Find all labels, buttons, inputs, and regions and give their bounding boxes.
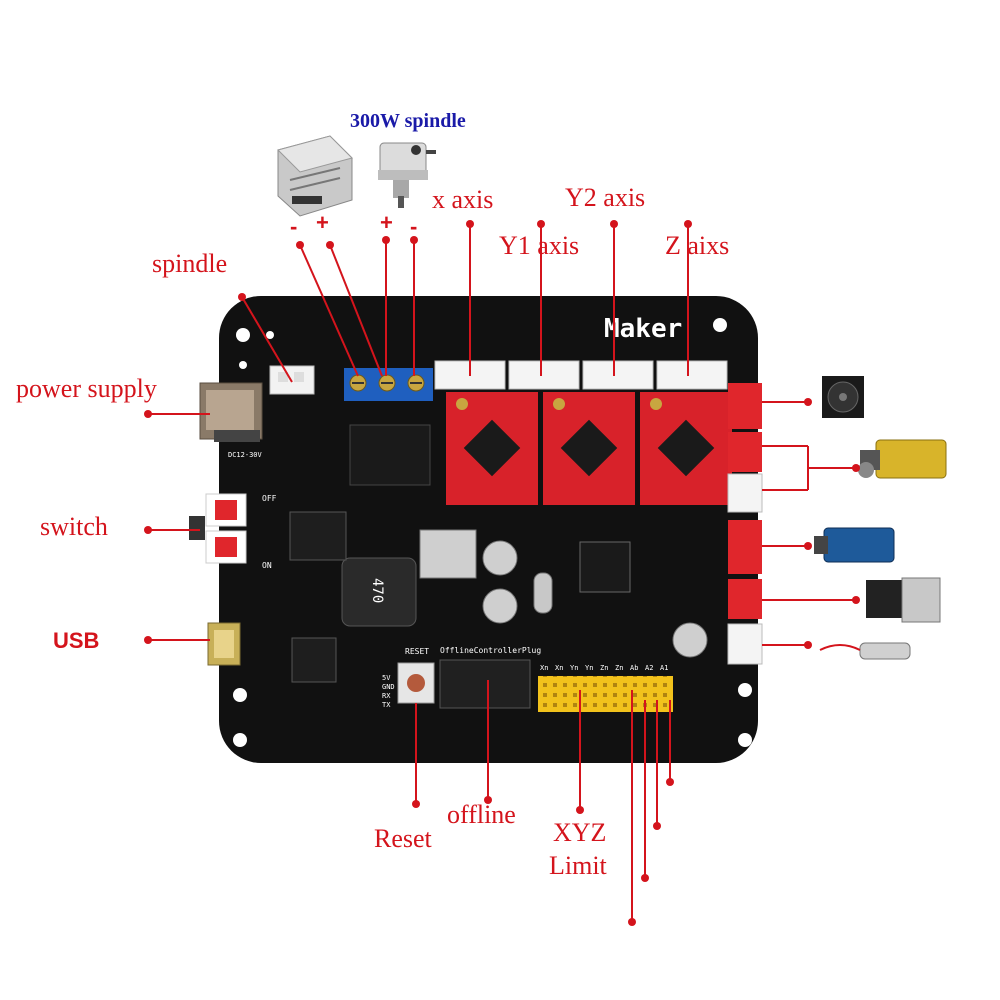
stepper-driver-y bbox=[543, 392, 635, 505]
power-silk: DC12-30V bbox=[228, 451, 263, 459]
limit-silk-label: Xn bbox=[555, 664, 563, 672]
fan-icon bbox=[822, 376, 864, 418]
spindle-label: spindle bbox=[152, 249, 228, 278]
usb-label: USB bbox=[53, 628, 100, 653]
supply-minus-sign: - bbox=[290, 214, 298, 239]
limit-silk-label: Yn bbox=[570, 664, 578, 672]
limit-silk-label: Ab bbox=[630, 664, 638, 672]
offline-label: offline bbox=[447, 800, 516, 829]
z-axis-label: Z aixs bbox=[665, 231, 730, 260]
limit-silk-label: Zn bbox=[615, 664, 623, 672]
spindle-terminal-block bbox=[344, 368, 433, 401]
usb-port bbox=[207, 622, 241, 666]
laser-module-icon bbox=[858, 439, 947, 479]
supply-plus-sign: + bbox=[316, 210, 329, 235]
usb-chip bbox=[291, 637, 337, 683]
mcu-chip bbox=[579, 541, 631, 593]
limit-silk-label: Zn bbox=[600, 664, 608, 672]
x-axis-label: x axis bbox=[432, 185, 494, 214]
annotation-lines bbox=[148, 224, 856, 922]
y2-axis-label: Y2 axis bbox=[565, 183, 646, 212]
annotation-dots bbox=[144, 220, 860, 926]
xyz-label: XYZ bbox=[553, 818, 607, 847]
blue-laser-icon bbox=[814, 527, 895, 563]
uart-silk-label: TX bbox=[382, 701, 391, 709]
limit-label: Limit bbox=[549, 851, 607, 880]
switch-on-silk: ON bbox=[262, 561, 272, 570]
spindle-minus-sign: - bbox=[410, 214, 418, 239]
stepper-driver-z bbox=[640, 392, 732, 505]
power-jack bbox=[199, 382, 263, 442]
laser-driver-icon bbox=[866, 577, 941, 623]
stepper-headers bbox=[434, 360, 728, 390]
spindle-plus-sign: + bbox=[380, 210, 393, 235]
uart-silk-label: RX bbox=[382, 692, 391, 700]
stepper-driver-x bbox=[446, 392, 538, 505]
regulator bbox=[349, 424, 431, 486]
y1-axis-label: Y1 axis bbox=[499, 231, 580, 260]
spindle-title: 300W spindle bbox=[350, 110, 466, 132]
offline-header bbox=[439, 659, 531, 709]
spindle-motor-icon bbox=[378, 142, 436, 208]
reset-label: Reset bbox=[374, 824, 432, 853]
power-supply-unit-icon bbox=[277, 135, 353, 217]
switch-label: switch bbox=[40, 512, 108, 541]
limit-silk-label: A1 bbox=[660, 664, 668, 672]
reset-button-part bbox=[397, 662, 435, 704]
laser-pointer-icon bbox=[819, 642, 911, 660]
uart-silk-label: 5V bbox=[382, 674, 391, 682]
power-switch bbox=[189, 493, 247, 564]
limit-silk-label: Xn bbox=[540, 664, 548, 672]
limit-header bbox=[538, 676, 673, 712]
inductor bbox=[341, 557, 417, 627]
reset-silk: RESET bbox=[405, 647, 429, 656]
offline-silk: OfflineControllerPlug bbox=[440, 646, 541, 655]
inductor-marking: 470 bbox=[369, 578, 385, 603]
power-supply-label: power supply bbox=[16, 374, 157, 403]
switch-off-silk: OFF bbox=[262, 494, 277, 503]
driver-ic bbox=[289, 511, 347, 561]
uart-silk-label: GND bbox=[382, 683, 395, 691]
limit-silk: Xn Xn Yn Yn Zn Zn Ab A2 A1 bbox=[540, 664, 668, 672]
limit-silk-label: Yn bbox=[585, 664, 593, 672]
regulator-heatsink bbox=[419, 529, 477, 579]
crystal bbox=[533, 572, 553, 614]
capacitors bbox=[482, 540, 708, 658]
limit-silk-label: A2 bbox=[645, 664, 653, 672]
right-connectors bbox=[727, 383, 763, 665]
brand-text: Maker bbox=[604, 314, 682, 344]
spindle-connector bbox=[269, 365, 315, 395]
